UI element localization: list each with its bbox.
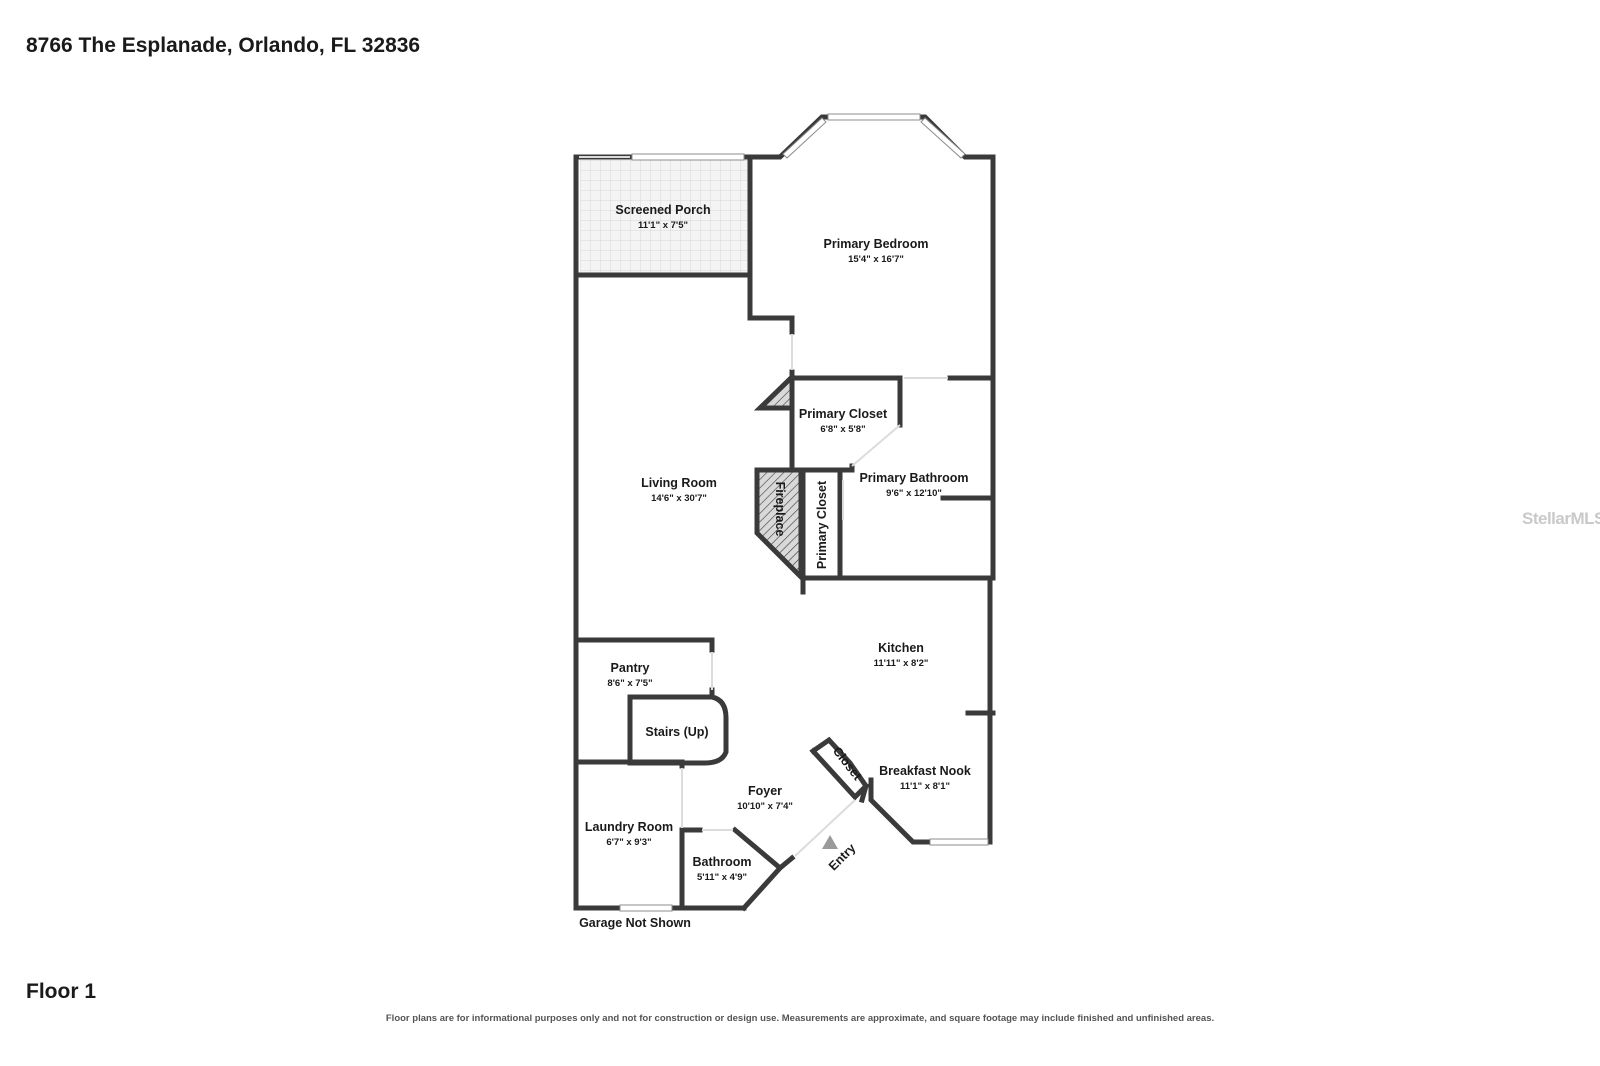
screened-porch-name: Screened Porch — [615, 203, 710, 217]
living-room-name: Living Room — [641, 476, 717, 490]
entry-arrow-icon — [822, 835, 838, 849]
primary-closet-2-label: Primary Closet — [815, 480, 829, 569]
floor-label: Floor 1 — [26, 980, 97, 1003]
primary-closet-name: Primary Closet — [799, 407, 888, 421]
living-room-dims: 14'6" x 30'7" — [651, 493, 707, 504]
pantry-dims: 8'6" x 7'5" — [607, 678, 652, 689]
laundry-room-dims: 6'7" x 9'3" — [606, 837, 651, 848]
primary-bathroom-dims: 9'6" x 12'10" — [886, 488, 942, 499]
room-labels: Screened Porch 11'1" x 7'5" Primary Bedr… — [579, 203, 971, 930]
fireplace-label: Fireplace — [773, 482, 787, 537]
screened-porch-dims: 11'1" x 7'5" — [638, 220, 688, 231]
foyer-name: Foyer — [748, 784, 782, 798]
stairs-label: Stairs (Up) — [645, 725, 708, 739]
laundry-room-name: Laundry Room — [585, 820, 673, 834]
kitchen-dims: 11'11" x 8'2" — [874, 658, 929, 669]
watermark-logo: StellarMLS — [1522, 509, 1600, 528]
porch-floor-texture — [580, 160, 750, 275]
breakfast-nook-name: Breakfast Nook — [879, 764, 971, 778]
garage-note: Garage Not Shown — [579, 916, 691, 930]
bathroom-name: Bathroom — [692, 855, 751, 869]
door-openings — [579, 156, 948, 857]
primary-bedroom-dims: 15'4" x 16'7" — [848, 254, 904, 265]
pantry-name: Pantry — [611, 661, 650, 675]
disclaimer-text: Floor plans are for informational purpos… — [385, 1013, 1215, 1024]
primary-closet-dims: 6'8" x 5'8" — [820, 424, 865, 435]
foyer-dims: 10'10" x 7'4" — [737, 801, 793, 812]
breakfast-nook-dims: 11'1" x 8'1" — [900, 781, 950, 792]
kitchen-name: Kitchen — [878, 641, 924, 655]
bathroom-dims: 5'11" x 4'9" — [697, 872, 747, 883]
property-address: 8766 The Esplanade, Orlando, FL 32836 — [26, 34, 421, 57]
primary-bedroom-name: Primary Bedroom — [824, 237, 929, 251]
primary-bathroom-name: Primary Bathroom — [859, 471, 968, 485]
fireplace-hearth — [759, 472, 801, 575]
windows — [619, 113, 989, 912]
